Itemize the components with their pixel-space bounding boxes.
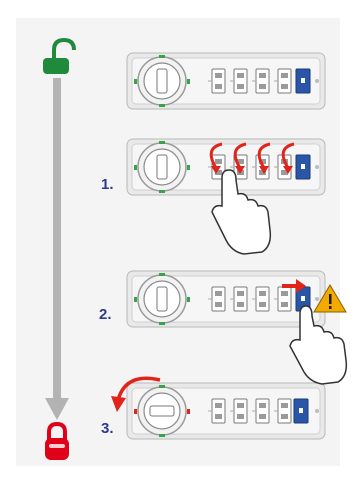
knob-side-mark bbox=[134, 165, 137, 170]
dial-digit-mark bbox=[259, 84, 266, 89]
blue-code-button-dot bbox=[301, 164, 305, 169]
device-end-screw bbox=[315, 409, 319, 413]
device-end-screw bbox=[315, 165, 319, 169]
dial-digit-mark bbox=[237, 84, 244, 89]
dial-digit-mark bbox=[281, 84, 288, 89]
dial-digit-mark bbox=[215, 84, 222, 89]
dial-digit-mark bbox=[281, 414, 288, 419]
dial-digit-mark bbox=[237, 73, 244, 78]
knob-bottom-mark bbox=[159, 434, 165, 437]
dial-digit-mark bbox=[281, 170, 288, 175]
open-padlock-icon bbox=[43, 37, 76, 74]
knob-slot-vertical bbox=[156, 286, 168, 312]
knob-top-mark bbox=[159, 385, 165, 388]
dial-digit-mark bbox=[259, 403, 266, 408]
blue-code-button-dot bbox=[301, 296, 305, 301]
slide-right-arrow bbox=[282, 279, 306, 293]
dial-digit-mark bbox=[259, 291, 266, 296]
dial-digit-mark bbox=[215, 159, 222, 164]
device-end-screw bbox=[315, 297, 319, 301]
dial-digit-mark bbox=[237, 302, 244, 307]
dial-digit-mark bbox=[237, 159, 244, 164]
step-2-label: 2. bbox=[99, 306, 112, 323]
dial-digit-mark bbox=[215, 414, 222, 419]
dial-scroll-arrowheads bbox=[211, 166, 293, 174]
dial-digit-mark bbox=[237, 414, 244, 419]
dial-scroll-arrows bbox=[209, 142, 295, 169]
lock-device-step3 bbox=[126, 382, 326, 440]
rotate-counterclockwise-arrow-icon bbox=[111, 376, 161, 412]
knob-bottom-mark bbox=[159, 190, 165, 193]
lock-device-step1 bbox=[126, 138, 326, 196]
knob-top-mark bbox=[159, 141, 165, 144]
lock-device-initial bbox=[126, 52, 326, 110]
knob-top-mark bbox=[159, 55, 165, 58]
dial-digit-mark bbox=[259, 414, 266, 419]
dial-digit-mark bbox=[237, 291, 244, 296]
blue-code-button-dot bbox=[301, 78, 305, 83]
dial-digit-mark bbox=[281, 403, 288, 408]
dial-digit-mark bbox=[259, 159, 266, 164]
dial-digit-mark bbox=[215, 73, 222, 78]
lock-device-step2 bbox=[126, 270, 326, 328]
step-1-label: 1. bbox=[101, 176, 114, 193]
dial-digit-mark bbox=[215, 403, 222, 408]
hand-pointer-icon bbox=[289, 305, 348, 385]
knob-side-mark bbox=[134, 79, 137, 84]
step-3-label: 3. bbox=[101, 420, 114, 437]
knob-side-mark bbox=[187, 297, 190, 302]
dial-digit-mark bbox=[281, 302, 288, 307]
dial-digit-mark bbox=[259, 302, 266, 307]
blue-code-button-dot bbox=[299, 408, 303, 413]
knob-slot-vertical bbox=[156, 68, 168, 94]
dial-digit-mark bbox=[237, 403, 244, 408]
device-end-screw bbox=[315, 79, 319, 83]
dial-digit-mark bbox=[215, 170, 222, 175]
knob-side-mark bbox=[187, 165, 190, 170]
knob-bottom-mark bbox=[159, 104, 165, 107]
dial-digit-mark bbox=[215, 302, 222, 307]
progress-arrow-head bbox=[45, 398, 69, 420]
dial-digit-mark bbox=[259, 170, 266, 175]
knob-side-mark bbox=[187, 409, 190, 414]
knob-top-mark bbox=[159, 273, 165, 276]
knob-bottom-mark bbox=[159, 322, 165, 325]
dial-digit-mark bbox=[215, 291, 222, 296]
progress-arrow-shaft bbox=[53, 78, 61, 400]
dial-digit-mark bbox=[281, 291, 288, 296]
knob-side-mark bbox=[187, 79, 190, 84]
closed-padlock-icon bbox=[45, 421, 69, 460]
knob-side-mark bbox=[134, 297, 137, 302]
hand-pointer-icon bbox=[211, 169, 272, 255]
knob-slot-vertical bbox=[156, 154, 168, 180]
knob-side-mark bbox=[134, 409, 137, 414]
dial-digit-mark bbox=[259, 73, 266, 78]
warning-triangle-icon bbox=[313, 284, 347, 313]
dial-digit-mark bbox=[281, 73, 288, 78]
knob-slot-horizontal bbox=[149, 405, 175, 417]
